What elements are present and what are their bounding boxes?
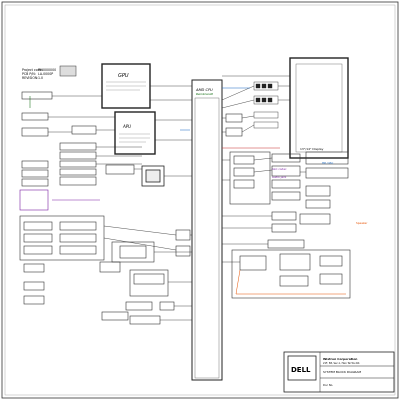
lower-left-frame bbox=[19, 215, 105, 261]
annotation-line1: ALC codec bbox=[272, 167, 287, 171]
dell-logo-box bbox=[287, 355, 317, 381]
footer-doc-title: SYSTEM BLOCK DIAGRAM bbox=[323, 370, 361, 374]
sheet-inner-border bbox=[4, 4, 396, 396]
lower-right-inner bbox=[239, 253, 343, 287]
annotation-line3: HP / Mic bbox=[322, 161, 334, 165]
pcb-label: PCB P/N: bbox=[22, 72, 36, 76]
gpu-label: GPU bbox=[118, 73, 129, 79]
lower-right-frame bbox=[231, 249, 351, 299]
pcb-value: LA-0000P bbox=[38, 72, 53, 76]
project-value: P00000000 bbox=[38, 68, 56, 72]
title-block: DELL Wistron Corporation 21F, 88, Sec.1,… bbox=[283, 351, 395, 393]
cpu-inner bbox=[194, 97, 220, 379]
project-label: Project code: bbox=[22, 68, 43, 72]
footer-doc-no: Doc No. bbox=[323, 383, 333, 387]
footer-address: 21F, 88, Sec.1, Hsin Tai Wu Rd. bbox=[323, 362, 360, 365]
colored-lines bbox=[29, 87, 280, 201]
cpu-sub: Rembrandt bbox=[196, 92, 214, 96]
display-label: 13"/14" Display bbox=[300, 147, 324, 151]
annotation-block: ALC codec audio jack HP / Mic Speaker bbox=[272, 161, 368, 225]
center-lower-blocks bbox=[99, 229, 191, 325]
cpu-title: AMD CPU bbox=[195, 88, 213, 92]
cpu-column bbox=[191, 79, 223, 381]
ram-chips bbox=[141, 165, 165, 187]
footer-company: Wistron Corporation bbox=[323, 357, 357, 361]
apu-block bbox=[114, 111, 156, 155]
apu-label: APU bbox=[122, 124, 131, 129]
display-block bbox=[289, 57, 349, 159]
header-stamp bbox=[59, 65, 77, 77]
memory-modules bbox=[253, 81, 279, 129]
annotation-line2: audio jack bbox=[272, 175, 287, 179]
lower-left-blocks bbox=[19, 189, 97, 305]
revision-label: REVISION: bbox=[22, 76, 38, 80]
dell-logo-text: DELL bbox=[291, 366, 311, 374]
header-block: Project code: P00000000 PCB P/N: LA-0000… bbox=[22, 68, 56, 80]
annotation-line4: Speaker bbox=[356, 221, 368, 225]
bus-lines bbox=[48, 75, 306, 321]
revision-value: 1.0 bbox=[38, 76, 43, 80]
